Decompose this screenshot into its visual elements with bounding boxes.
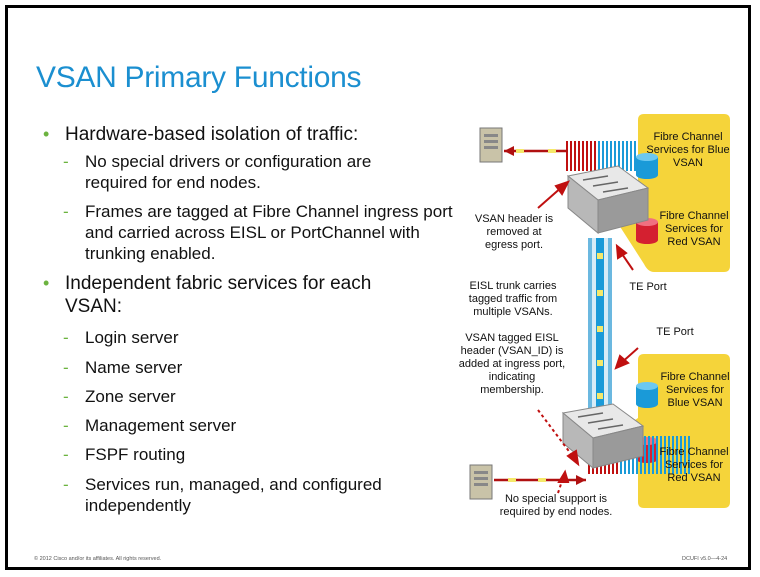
top-red-services-label: Fibre Channel Services for Red VSAN: [659, 210, 729, 248]
sub-bullet-login-server: Login server: [63, 327, 178, 348]
sub-bullet-no-drivers: No special drivers or configuration are …: [63, 151, 425, 193]
top-end-node-icon: [479, 127, 503, 163]
top-switch-icon: [566, 165, 650, 235]
copyright-footer: © 2012 Cisco and/or its affiliates. All …: [34, 556, 162, 562]
sub-bullet-zone-server: Zone server: [63, 386, 176, 407]
sub-bullet-services-independent: Services run, managed, and configured in…: [63, 474, 425, 516]
bottom-red-services-label: Fibre Channel Services for Red VSAN: [659, 446, 729, 484]
vsan-diagram: [469, 114, 730, 508]
te-port-bottom-label: TE Port: [656, 326, 694, 338]
arrow-te-port-bottom: [614, 347, 639, 370]
vsan-tagged-header-label: VSAN tagged EISL header (VSAN_ID) is add…: [458, 332, 566, 396]
slide: VSAN Primary Functions Hardware-based is…: [5, 5, 751, 570]
vsan-header-removed-label: VSAN header is removed at egress port.: [474, 213, 554, 251]
arrow-vsan-header-removed: [537, 180, 570, 209]
bottom-switch-icon: [561, 403, 645, 470]
arrow-vsan-tagged-dotted: [537, 409, 580, 467]
bullet-fabric-services: Independent fabric services for each VSA…: [43, 272, 425, 318]
red-database-icon-top: [636, 218, 658, 244]
top-switch-ports: [566, 141, 636, 171]
blue-database-icon-top: [636, 153, 658, 179]
sub-bullet-fspf-routing: FSPF routing: [63, 444, 185, 465]
bottom-host-link: [494, 475, 586, 485]
eisl-trunk-label: EISL trunk carries tagged traffic from m…: [468, 280, 558, 318]
blue-database-icon-bottom: [636, 382, 658, 408]
sub-bullet-frames-tagged: Frames are tagged at Fibre Channel ingre…: [63, 201, 455, 264]
bottom-blue-services-label: Fibre Channel Services for Blue VSAN: [660, 371, 730, 409]
te-port-top-label: TE Port: [629, 281, 667, 293]
top-blue-services-label: Fibre Channel Services for Blue VSAN: [646, 131, 730, 169]
top-host-link: [504, 146, 568, 156]
no-special-support-label: No special support is required by end no…: [499, 493, 613, 518]
course-footer: DCUFI v5.0—4-24: [682, 556, 728, 562]
arrow-no-special-support-dotted: [557, 469, 570, 494]
eisl-trunk: [588, 238, 612, 418]
page-title: VSAN Primary Functions: [36, 61, 362, 94]
bottom-end-node-icon: [469, 464, 493, 500]
sub-bullet-management-server: Management server: [63, 415, 236, 436]
sub-bullet-name-server: Name server: [63, 357, 182, 378]
bullet-hardware-isolation: Hardware-based isolation of traffic:: [43, 123, 358, 146]
arrow-te-port-top: [615, 243, 634, 271]
